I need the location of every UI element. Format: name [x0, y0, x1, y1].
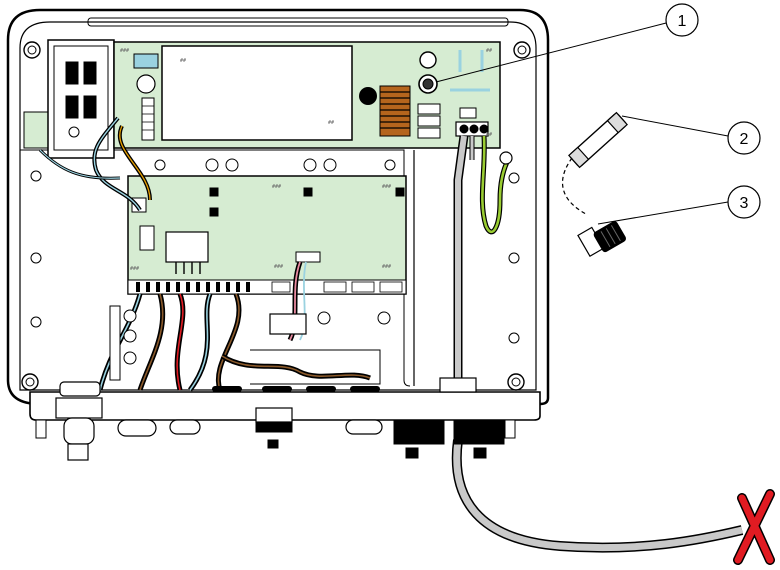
svg-text:###: ###: [272, 184, 281, 190]
cable-glands: [55, 381, 505, 461]
svg-text:##: ##: [180, 58, 186, 64]
callout-3: 3: [597, 185, 761, 225]
callout-1-label: 1: [678, 13, 687, 30]
svg-text:###: ###: [382, 264, 391, 270]
callout-2-label: 2: [740, 131, 749, 148]
cable-clip: [269, 313, 307, 335]
power-cable: [451, 135, 744, 553]
x-mark-icon: [733, 489, 775, 565]
callout-2: 2: [621, 115, 761, 155]
main-board: ### ### ### ### ###: [127, 175, 407, 295]
svg-text:##: ##: [486, 48, 492, 54]
callout-1: 1: [435, 3, 699, 83]
strain-relief-plate: [109, 305, 391, 385]
power-board: ###########: [113, 41, 501, 149]
fuse-icon: [568, 111, 628, 169]
svg-text:###: ###: [274, 264, 283, 270]
dashed-link: [562, 157, 587, 215]
cable-nut: [439, 377, 477, 393]
callout-3-label: 3: [740, 195, 749, 212]
svg-text:###: ###: [120, 48, 129, 54]
fuse-holder-icon: [577, 221, 626, 258]
svg-text:##: ##: [486, 132, 492, 138]
svg-text:###: ###: [130, 266, 139, 272]
svg-text:##: ##: [328, 120, 334, 126]
svg-text:###: ###: [382, 184, 391, 190]
